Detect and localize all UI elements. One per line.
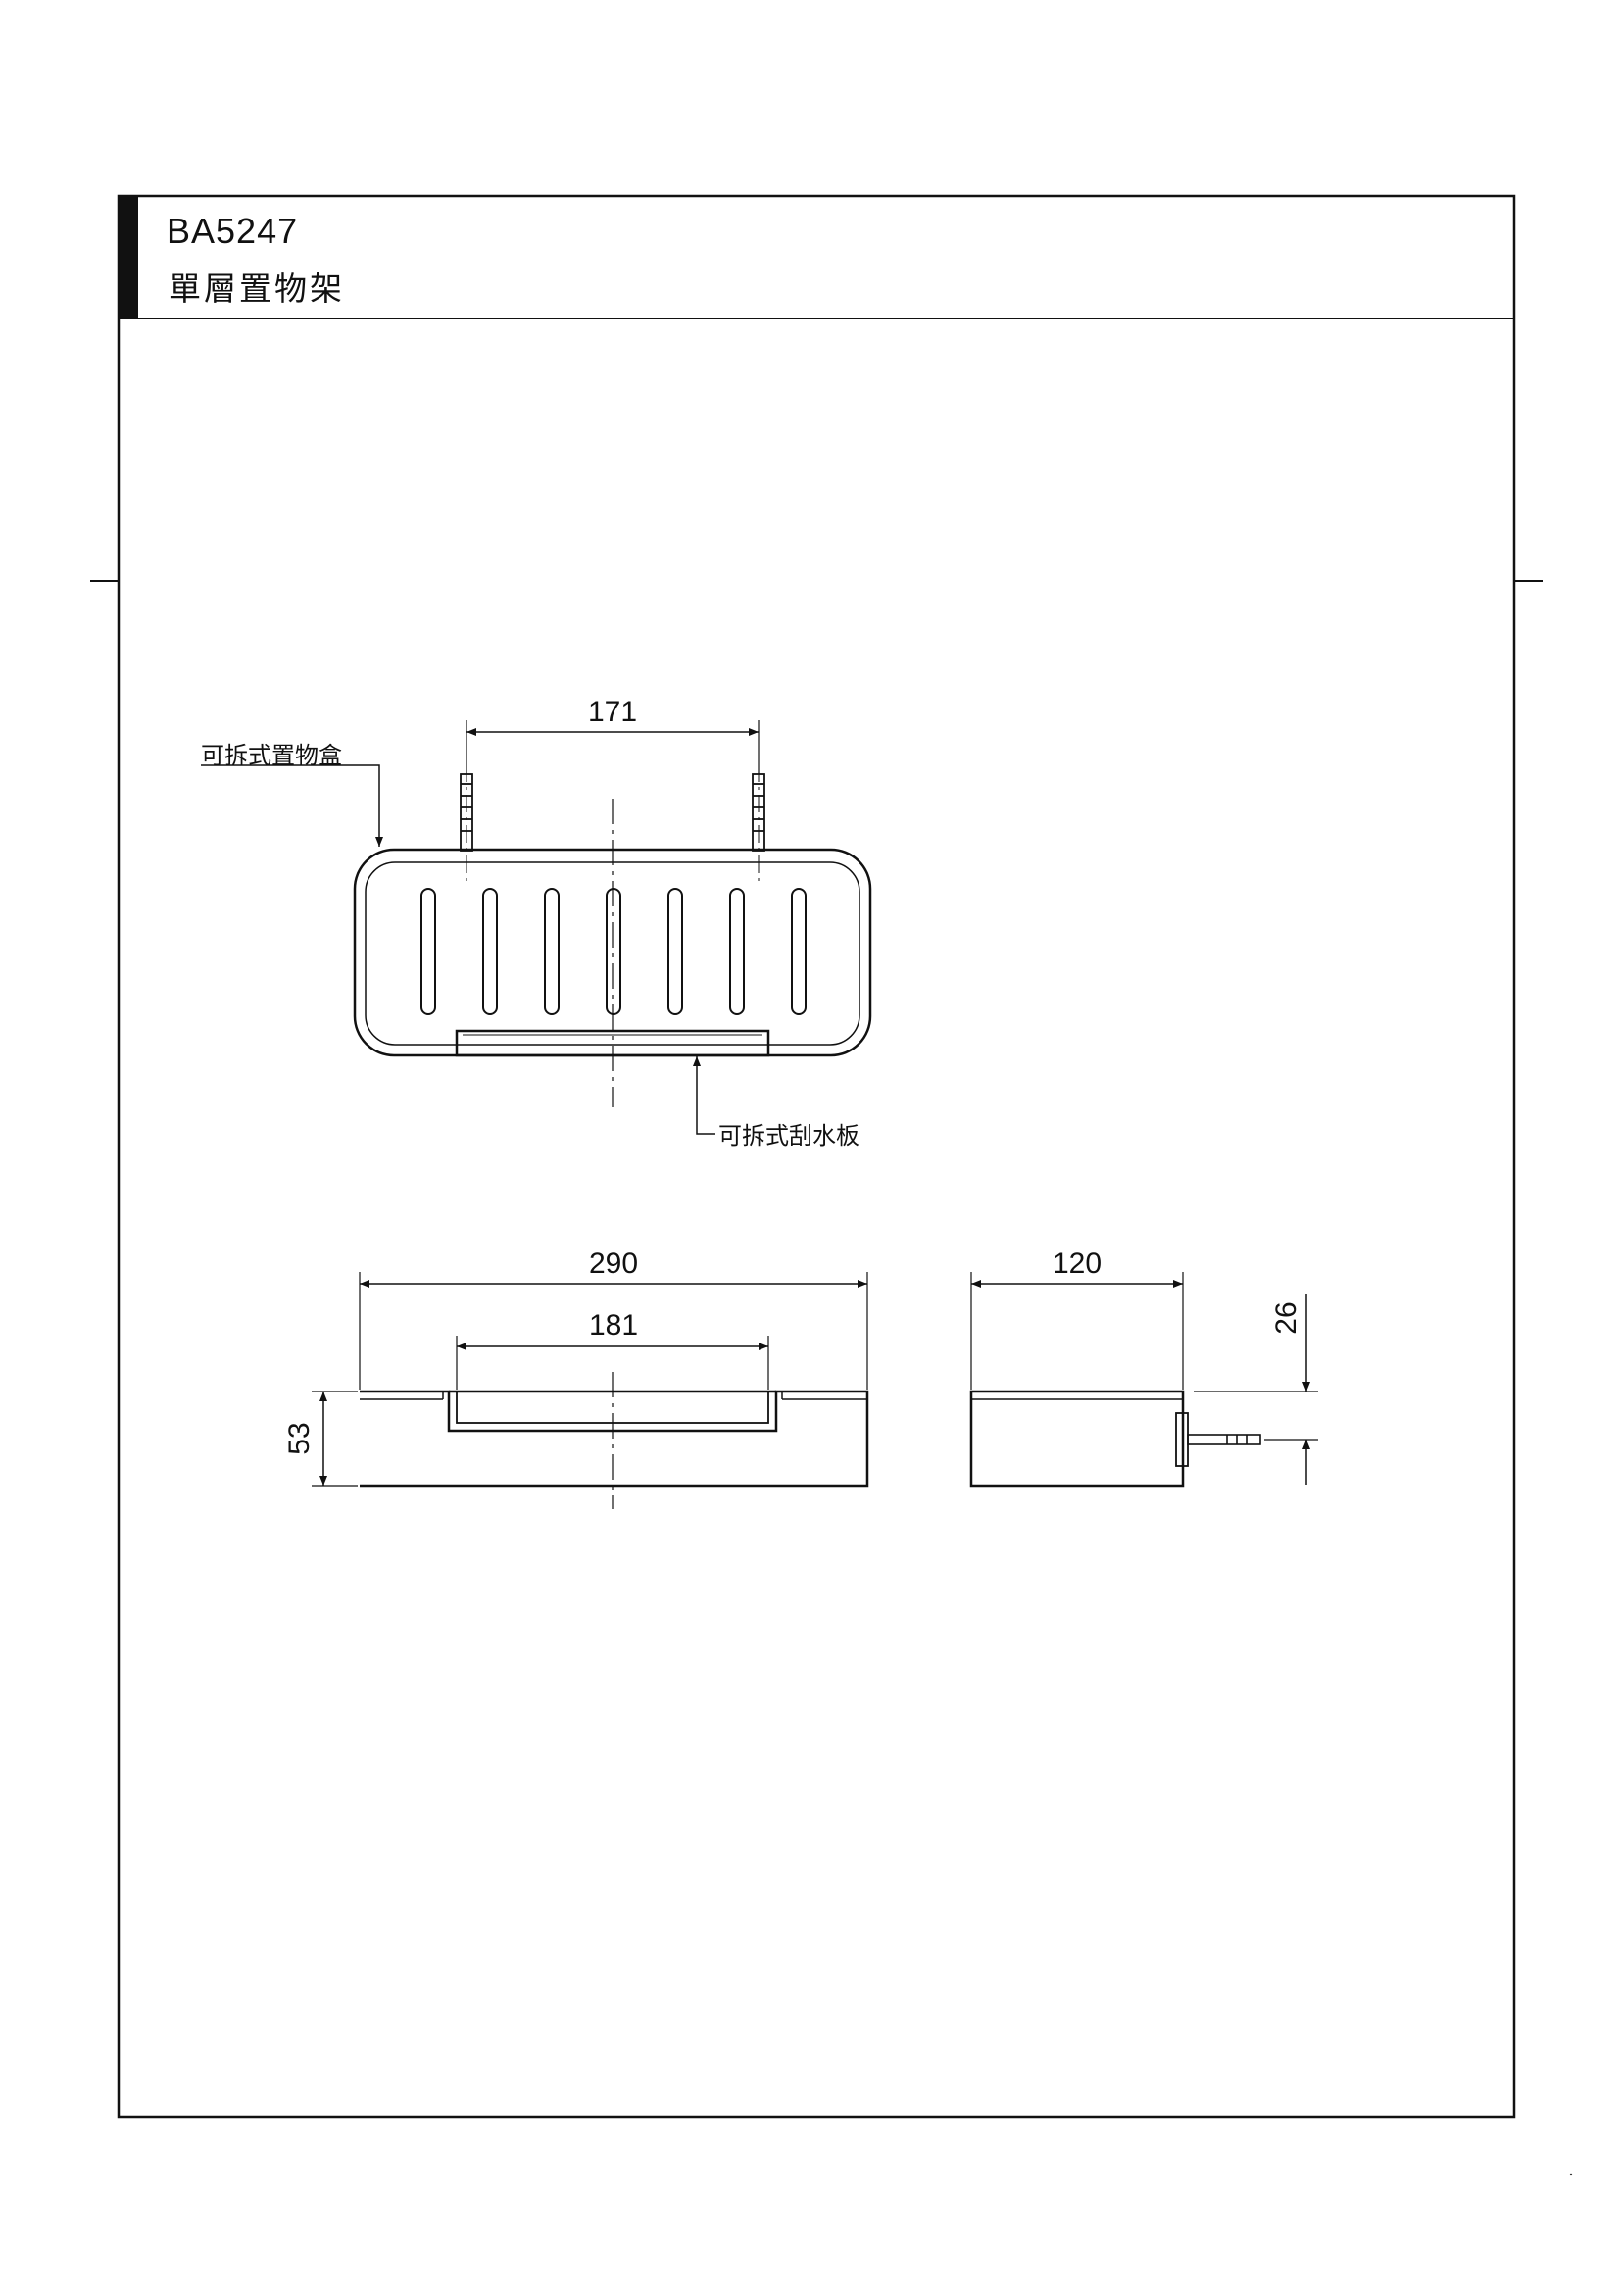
side-view <box>969 1272 1318 1488</box>
drain-slots <box>420 888 807 1015</box>
dim-text-171: 171 <box>588 696 637 728</box>
side-body <box>969 1390 1185 1488</box>
callout-removable-box: 可拆式置物盒 <box>201 742 342 769</box>
stray-dot <box>1569 2173 1573 2176</box>
drawing-frame <box>90 194 1543 2119</box>
leader-scraper <box>693 1056 715 1135</box>
callout-removable-scraper: 可拆式刮水板 <box>718 1122 859 1149</box>
dim-text-53: 53 <box>283 1422 316 1454</box>
elevation-body <box>360 1390 869 1488</box>
product-name: 單層置物架 <box>169 269 345 308</box>
dim-text-26: 26 <box>1270 1301 1302 1334</box>
dim-text-181: 181 <box>589 1309 638 1342</box>
model-number: BA5247 <box>167 211 299 251</box>
side-anchor <box>1187 1434 1261 1445</box>
dim-text-290: 290 <box>589 1247 638 1280</box>
dim-text-120: 120 <box>1053 1247 1102 1280</box>
elevation-view <box>312 1272 869 1509</box>
leader-box <box>201 764 383 847</box>
title-bar-accent <box>119 196 138 318</box>
front-view <box>201 720 872 1135</box>
